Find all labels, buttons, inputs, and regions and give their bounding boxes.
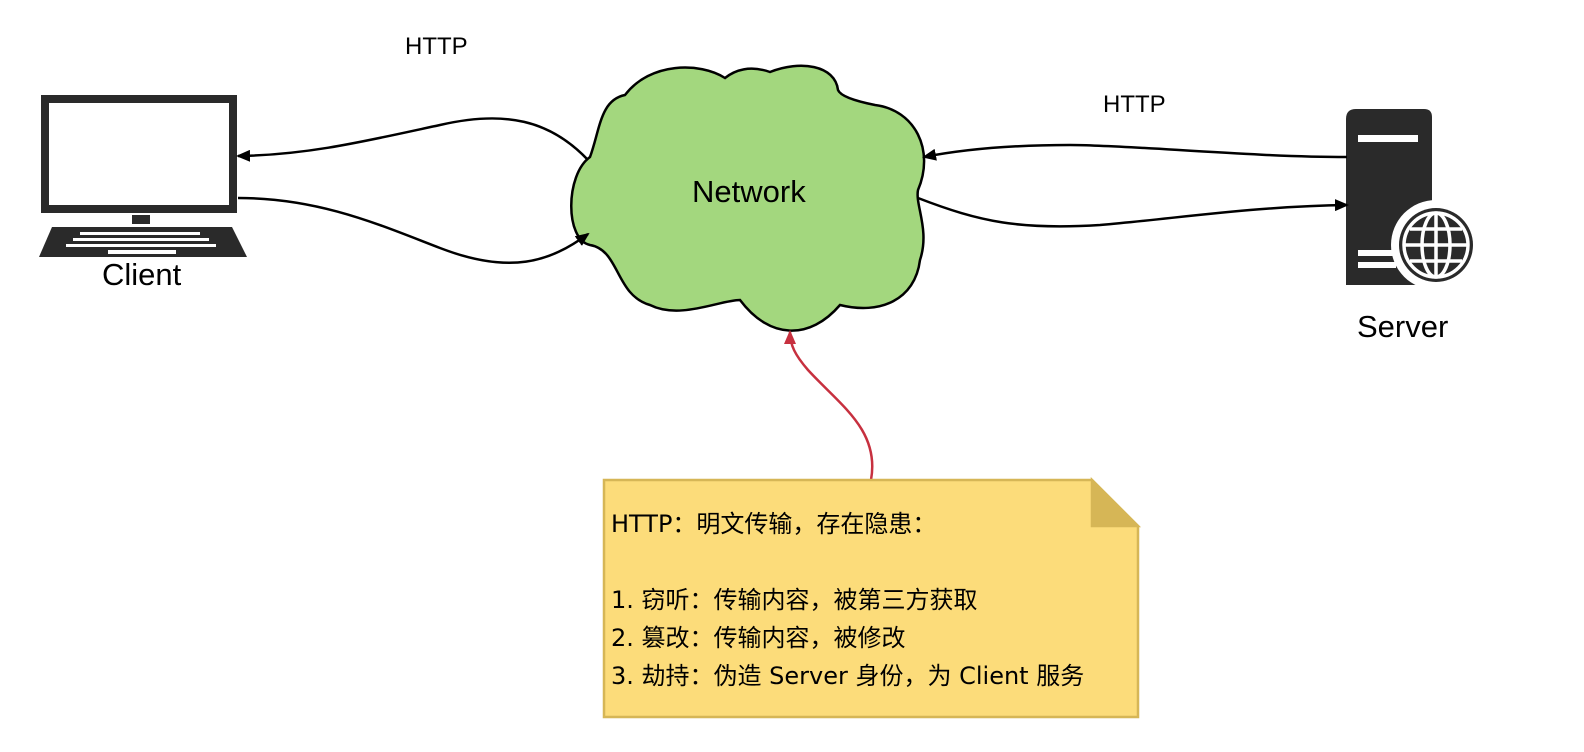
- laptop-icon: [39, 95, 247, 257]
- connector-note-to-network: [784, 330, 874, 481]
- note-item-hijacking: 3. 劫持：伪造 Server 身份，为 Client 服务: [611, 662, 1085, 690]
- connector-network-to-server: [917, 196, 1349, 228]
- connector-network-to-client: [236, 117, 589, 162]
- web-server-icon: [1346, 109, 1481, 290]
- note-item-eavesdropping: 1. 窃听：传输内容，被第三方获取: [611, 586, 978, 614]
- edge-label-server-network: HTTP: [1103, 91, 1166, 118]
- note-text: HTTP：明文传输，存在隐患： 1. 窃听：传输内容，被第三方获取 2. 篡改：…: [611, 505, 1131, 695]
- network-label: Network: [692, 174, 806, 209]
- client-label: Client: [102, 257, 182, 292]
- connector-client-to-network: [237, 196, 590, 265]
- edge-label-client-network: HTTP: [405, 33, 468, 60]
- connector-server-to-network: [922, 143, 1348, 161]
- note-title: HTTP：明文传输，存在隐患：: [611, 510, 937, 538]
- note-item-tampering: 2. 篡改：传输内容，被修改: [611, 624, 906, 652]
- note-spacer: [611, 543, 1131, 581]
- server-label: Server: [1357, 309, 1449, 344]
- note-box: [602, 476, 1142, 719]
